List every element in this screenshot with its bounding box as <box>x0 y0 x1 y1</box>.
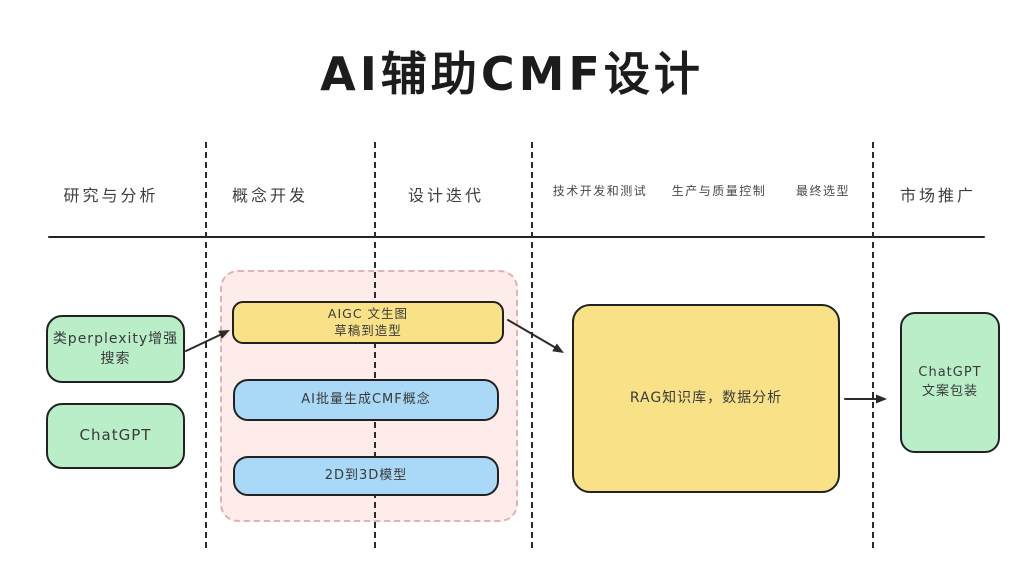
arrowhead-aigc-to-rag <box>552 343 564 353</box>
node-label: ChatGPT <box>79 426 152 445</box>
phase-divider-1 <box>205 142 207 548</box>
node-label: ChatGPT <box>918 364 982 380</box>
phase-header-production: 生产与质量控制 <box>671 184 767 198</box>
node-label: RAG知识库，数据分析 <box>629 390 783 407</box>
phase-header-final-select: 最终选型 <box>795 184 851 198</box>
timeline-line <box>48 236 985 238</box>
node-aigc-text2image[interactable]: AIGC 文生图 草稿到造型 <box>232 301 504 344</box>
node-2d-to-3d-model[interactable]: 2D到3D模型 <box>233 456 499 496</box>
phase-header-marketing: 市场推广 <box>899 186 977 205</box>
node-label: 草稿到造型 <box>334 322 402 338</box>
page-title: AI辅助CMF设计 <box>320 47 704 101</box>
node-label: 类perplexity增强 <box>52 330 179 347</box>
node-chatgpt-copywriting[interactable]: ChatGPT 文案包装 <box>900 312 1000 453</box>
phase-header-concept: 概念开发 <box>231 186 309 205</box>
node-label: 文案包装 <box>921 383 978 399</box>
arrowhead-rag-to-copy <box>876 394 887 404</box>
node-chatgpt-research[interactable]: ChatGPT <box>46 403 185 469</box>
node-label: AIGC 文生图 <box>327 305 409 321</box>
node-label: 搜索 <box>100 351 131 367</box>
phase-divider-3 <box>531 142 533 548</box>
node-label: 2D到3D模型 <box>324 467 408 483</box>
phase-header-research: 研究与分析 <box>63 186 159 205</box>
phase-divider-4 <box>872 142 874 548</box>
phase-divider-2 <box>374 142 376 548</box>
node-perplexity-search[interactable]: 类perplexity增强 搜索 <box>46 315 185 383</box>
phase-header-tech-test: 技术开发和测试 <box>552 184 648 198</box>
arrow-search-to-aigc <box>185 333 223 352</box>
node-rag-knowledge-base[interactable]: RAG知识库，数据分析 <box>572 304 840 493</box>
phase-header-iteration: 设计迭代 <box>407 186 485 205</box>
node-ai-batch-cmf[interactable]: AI批量生成CMF概念 <box>233 379 499 421</box>
node-label: AI批量生成CMF概念 <box>301 391 431 407</box>
